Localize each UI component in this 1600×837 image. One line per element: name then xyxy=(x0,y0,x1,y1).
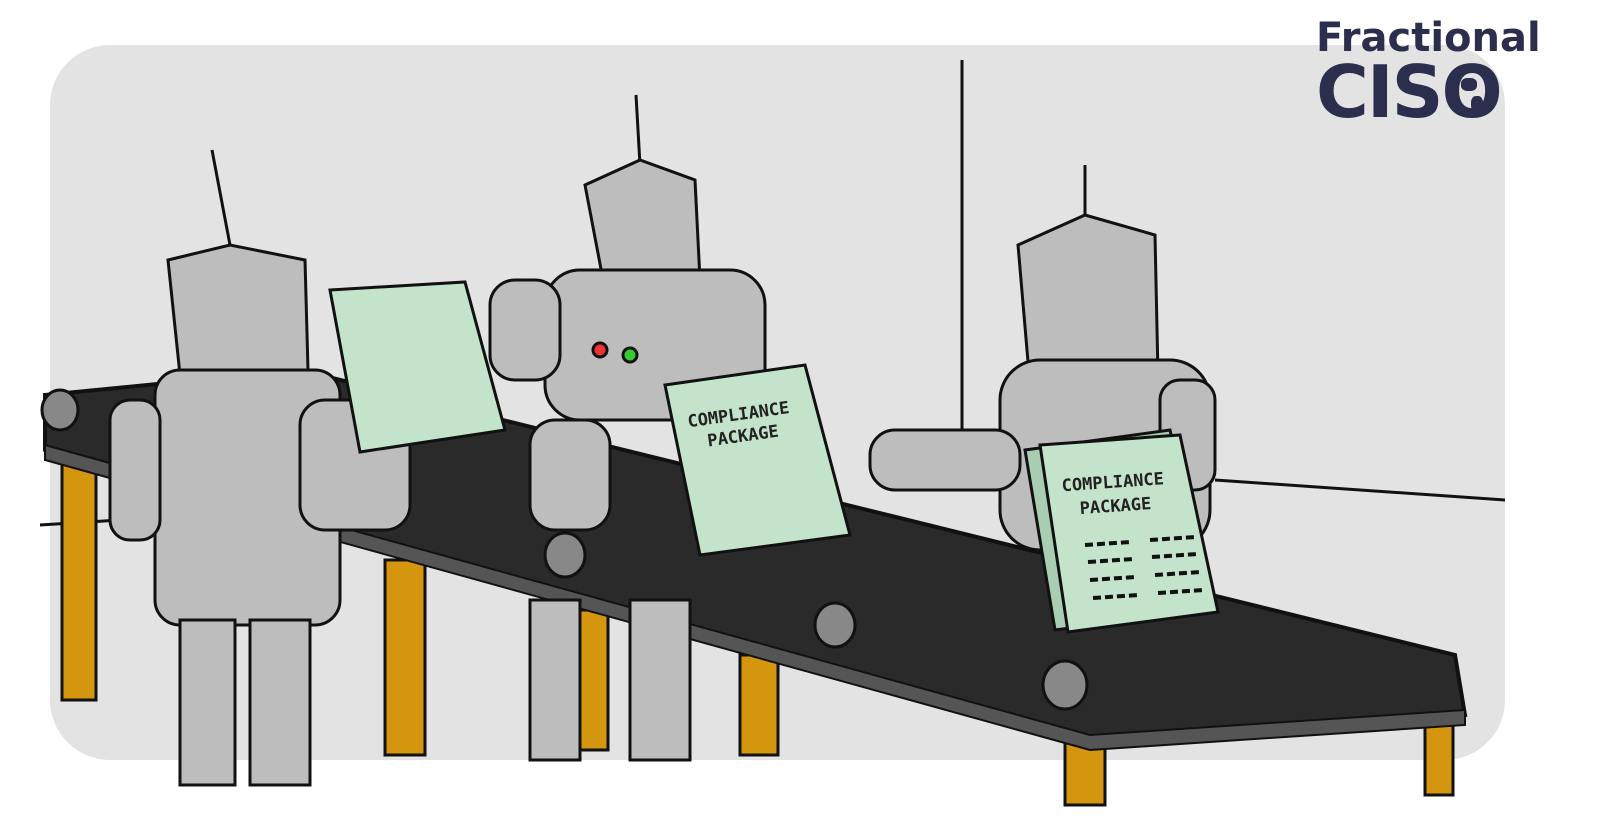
robot-middle xyxy=(488,94,767,762)
globe-icon xyxy=(1447,74,1491,120)
blank-document xyxy=(328,280,507,454)
document-body-lines xyxy=(1084,535,1204,600)
document-title-line2: PACKAGE xyxy=(1079,494,1152,519)
compliance-package-document-middle: COMPLIANCE PACKAGE xyxy=(663,363,852,557)
compliance-package-document-right: COMPLIANCE PACKAGE xyxy=(1023,428,1220,634)
logo-line2: CISO xyxy=(1316,50,1503,134)
conveyor-legs xyxy=(60,458,1455,807)
floor-line xyxy=(1214,478,1506,502)
rollers xyxy=(40,388,1089,711)
logo-line1: Fractional xyxy=(1316,15,1541,61)
fractional-ciso-logo: Fractional CISO xyxy=(1316,18,1541,128)
